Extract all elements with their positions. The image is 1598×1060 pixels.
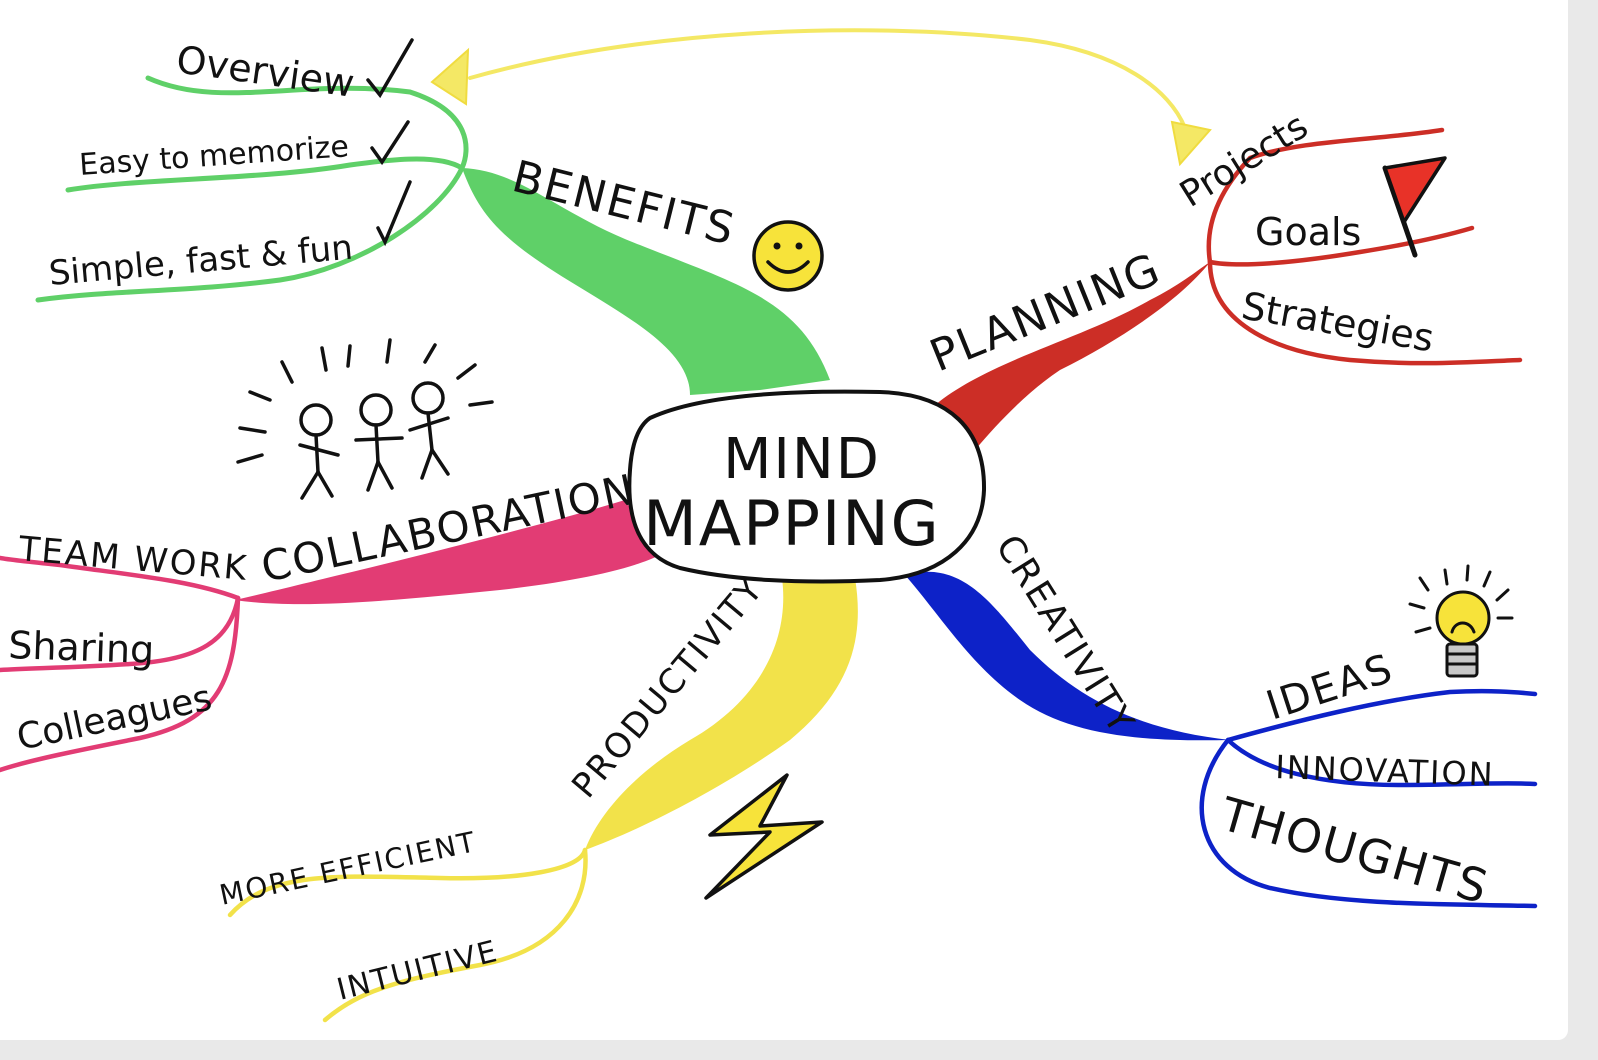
smiley-icon <box>752 220 824 292</box>
stick-figures-icon <box>236 338 494 500</box>
checkmark-icon <box>376 180 412 247</box>
creativity-item-innovation: INNOVATION <box>1275 748 1495 794</box>
planning-item-strategies: Strategies <box>1238 284 1437 361</box>
creativity-item-ideas: IDEAS <box>1261 645 1399 729</box>
planning-item-goals: Goals <box>1255 210 1361 254</box>
benefit-item-memorize: Easy to memorize <box>78 129 350 183</box>
light-bulb-icon <box>1408 564 1514 678</box>
benefit-item-overview: Overview <box>174 37 357 105</box>
productivity-item-efficient: MORE EFFICIENT <box>217 825 480 912</box>
benefit-item-simple: Simple, fast & fun <box>47 228 354 294</box>
lightning-icon <box>704 773 824 900</box>
branch-planning: PLANNING Projects Goals Strategies <box>923 106 1523 450</box>
productivity-item-intuitive: INTUITIVE <box>333 934 502 1008</box>
branch-collaboration: COLLABORATION TEAM WORK Sharing Colleagu… <box>0 465 660 773</box>
creativity-item-thoughts: THOUGHTS <box>1214 786 1495 914</box>
collaboration-item-teamwork: TEAM WORK <box>16 529 250 589</box>
center-node: MIND MAPPING <box>627 389 987 584</box>
mind-map-drawing: BENEFITS Overview Easy to memorize Simpl… <box>0 28 1538 1023</box>
branch-benefits: BENEFITS Overview Easy to memorize Simpl… <box>35 37 830 395</box>
connector-arrow <box>430 28 1212 167</box>
checkmark-icon <box>370 120 410 166</box>
collaboration-item-sharing: Sharing <box>8 623 155 672</box>
flag-icon <box>1382 156 1447 258</box>
checkmark-icon <box>366 38 414 99</box>
collaboration-item-colleagues: Colleagues <box>13 678 215 759</box>
branch-creativity: CREATIVITY IDEAS INNOVATION THOUGHTS <box>905 528 1538 915</box>
planning-item-projects: Projects <box>1173 106 1315 216</box>
mind-map-canvas: BENEFITS Overview Easy to memorize Simpl… <box>0 0 1568 1040</box>
center-title-line2: MAPPING <box>643 487 940 560</box>
center-title-line1: MIND <box>723 427 881 492</box>
